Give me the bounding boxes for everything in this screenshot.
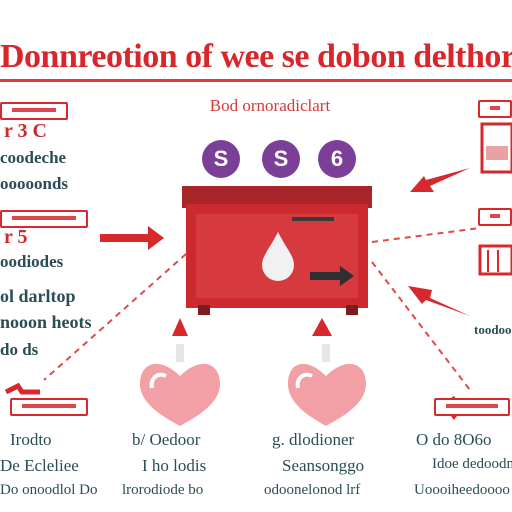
right-tag-1	[478, 100, 512, 118]
right-tag-3	[434, 398, 510, 416]
arrow-up-left-icon	[408, 286, 470, 316]
left-label-3-line3: do ds	[0, 340, 39, 359]
right-label: toodooolee	[474, 322, 512, 337]
section-subtitle: Bod ornoradiclart	[209, 96, 331, 115]
donation-box-icon	[182, 186, 372, 315]
caption-3-line1: g. dlodioner	[272, 430, 355, 449]
page-title: Donnreotion of wee se dobon delthorr	[0, 38, 512, 75]
caption-2-line2: I ho lodis	[142, 456, 207, 475]
blood-drop-icon	[262, 232, 294, 281]
caption-2-line3: lrorodiode bo	[122, 482, 204, 498]
left-label-2-code: r 5	[4, 226, 28, 248]
heart-icon-right	[288, 318, 366, 426]
caption-1-line1: Irodto	[10, 430, 52, 449]
badge-3: 6	[318, 140, 356, 178]
left-label-1-code: r 3 C	[4, 120, 47, 142]
left-tag-1	[0, 102, 68, 120]
caption-3-line3: odoonelonod lrf	[264, 482, 361, 498]
left-tag-2	[0, 210, 88, 228]
caption-2-line1: b/ Oedoor	[132, 430, 201, 449]
connector-right-bottom	[371, 261, 471, 391]
arrow-left-icon	[310, 266, 354, 286]
title-underline	[0, 79, 512, 82]
badge-2: S	[262, 140, 300, 178]
arrow-curl-icon	[4, 382, 40, 395]
caption-4-line1: O do 8O6o	[416, 430, 492, 449]
caption-4-line3: Uoooiheedoooo	[414, 482, 510, 498]
caption-1-line3: Do onoodlol Do	[0, 482, 98, 498]
left-label-1-line2: coodeche	[0, 148, 67, 167]
arrow-right-icon	[100, 226, 164, 250]
left-label-3-line1: ol darltop	[0, 286, 76, 306]
left-tag-3	[10, 398, 88, 416]
badge-1: S	[202, 140, 240, 178]
caption-4-line2: Idoe dedoodn	[432, 456, 512, 472]
caption-1-line2: De Ecleliee	[0, 456, 79, 475]
connector-right-top	[371, 227, 481, 243]
caption-3-line2: Seansonggo	[282, 456, 365, 475]
left-label-3-line2: nooon heots	[0, 312, 92, 332]
right-tag-2	[478, 208, 512, 226]
heart-icon-left	[140, 318, 220, 426]
left-label-1-line3: ooooonds	[0, 174, 69, 193]
arrow-down-left-icon	[410, 168, 470, 192]
connector-left	[43, 253, 187, 381]
left-label-2-line2: oodiodes	[0, 252, 64, 271]
